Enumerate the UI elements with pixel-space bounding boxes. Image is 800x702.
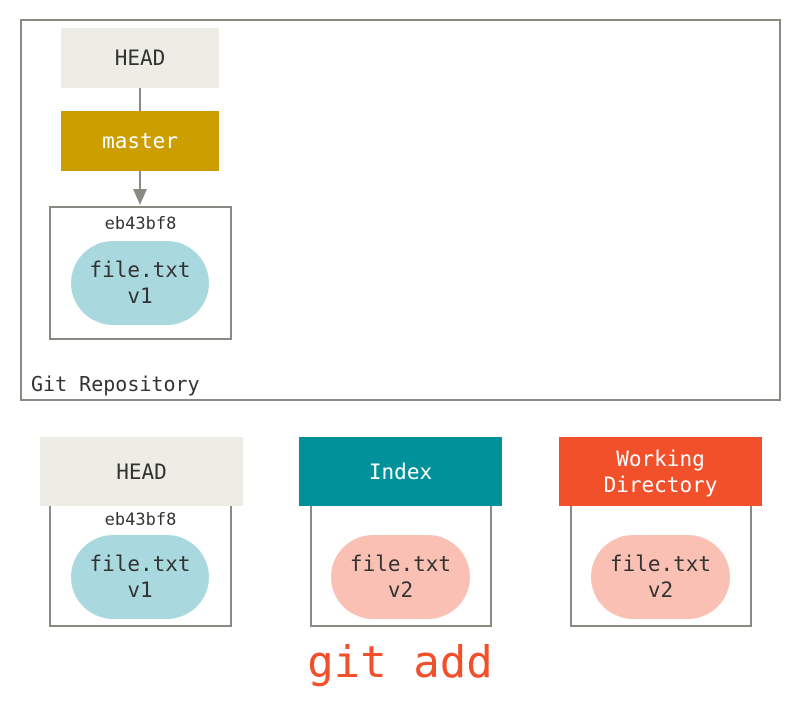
- index-tree-blob-name: file.txt: [349, 552, 452, 576]
- working-directory-blob-version: v2: [647, 578, 674, 602]
- head-tree-blob-version: v1: [127, 578, 153, 602]
- git-repository-label: Git Repository: [31, 372, 200, 396]
- repo-blob-name: file.txt: [89, 258, 191, 282]
- head-tree-sha: eb43bf8: [104, 510, 177, 530]
- master-to-commit-arrow: [133, 171, 147, 205]
- working-directory-tree-label: Working Directory: [559, 437, 762, 506]
- master-branch-ref: master: [61, 111, 219, 171]
- repo-commit-sha: eb43bf8: [104, 214, 177, 234]
- index-tree-label: Index: [299, 437, 502, 506]
- git-repository-frame: [20, 19, 781, 401]
- repo-blob: file.txt v1: [71, 241, 209, 325]
- head-tree-label: HEAD: [40, 437, 243, 506]
- head-tree-blob: file.txt v1: [71, 535, 209, 619]
- head-tree-blob-name: file.txt: [89, 552, 191, 576]
- working-directory-tree-blob: file.txt v2: [591, 535, 730, 619]
- working-directory-label-line1: Working: [616, 446, 705, 471]
- working-directory-blob-name: file.txt: [609, 552, 712, 576]
- repo-head-ref: HEAD: [61, 28, 219, 88]
- repo-blob-version: v1: [127, 284, 153, 308]
- working-directory-label-line2: Directory: [603, 472, 718, 497]
- index-tree-blob-version: v2: [387, 578, 414, 602]
- git-add-command: git add: [307, 636, 493, 688]
- head-to-master-connector: [139, 88, 141, 111]
- index-tree-blob: file.txt v2: [331, 535, 470, 619]
